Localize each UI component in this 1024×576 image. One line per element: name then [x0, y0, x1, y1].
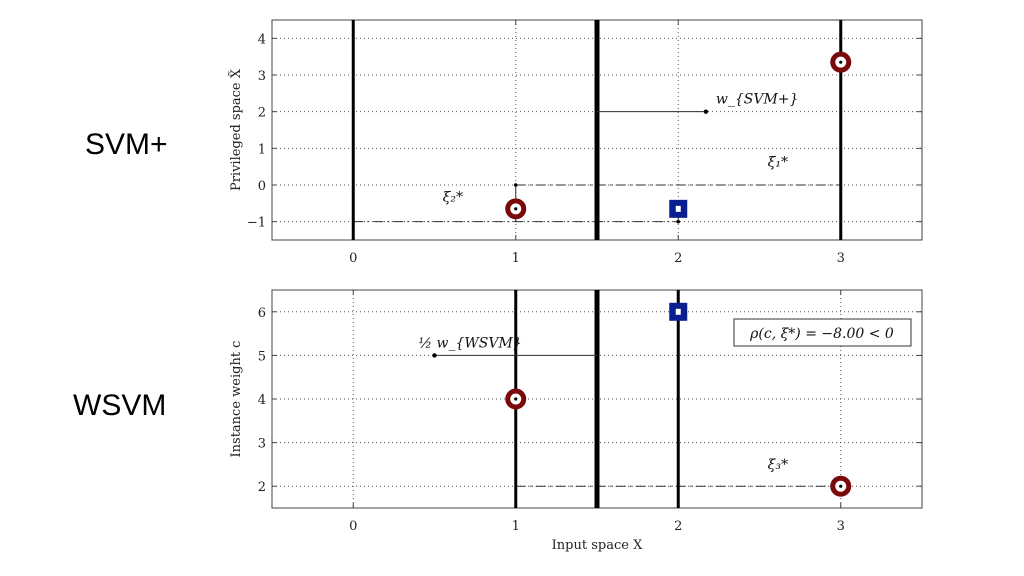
x-axis-title: Input space X	[552, 538, 643, 553]
y-tick-label: 4	[258, 32, 266, 47]
stem-dot	[676, 219, 681, 224]
rho-box	[733, 318, 912, 347]
x-tick-label: 0	[349, 519, 357, 534]
x-tick-label: 2	[674, 251, 682, 266]
point-center	[675, 205, 681, 212]
x-tick-label: 1	[512, 251, 520, 266]
y-tick-label: 0	[258, 179, 266, 194]
y-tick-label: −1	[247, 216, 266, 231]
point-center	[839, 484, 843, 488]
y-axis-title: Instance weight c	[229, 341, 244, 458]
svm-plus-label: SVM+	[85, 128, 168, 161]
stem-dot	[513, 183, 518, 187]
y-tick-label: 2	[258, 480, 266, 495]
slack-label: ξ₁*	[768, 155, 788, 171]
x-tick-label: 3	[837, 251, 845, 266]
point-center	[514, 397, 518, 401]
y-tick-label: 2	[258, 106, 266, 121]
weight-vector-dot	[432, 353, 437, 358]
x-tick-label: 0	[349, 251, 357, 266]
slack-label: ξ₃*	[768, 457, 788, 473]
weight-vector-label: ½ w_{WSVM}	[419, 335, 522, 351]
y-tick-label: 5	[258, 349, 266, 364]
y-axis-title: Privileged space X̃	[228, 68, 244, 191]
y-tick-label: 3	[258, 69, 266, 84]
x-tick-label: 3	[837, 519, 845, 534]
y-tick-label: 1	[258, 142, 266, 157]
x-tick-label: 2	[674, 519, 682, 534]
point-center	[839, 60, 843, 64]
y-tick-label: 4	[258, 393, 266, 408]
wsvm-label: WSVM	[73, 389, 167, 422]
rho-box-text: ρ(c, ξ*) = −8.00 < 0	[749, 326, 894, 342]
y-tick-label: 3	[258, 437, 266, 452]
weight-vector-label: w_{SVM+}	[716, 92, 799, 108]
x-tick-label: 1	[512, 519, 520, 534]
point-center	[514, 207, 518, 211]
point-center	[675, 308, 681, 315]
y-tick-label: 6	[258, 306, 266, 321]
weight-vector-dot	[703, 109, 709, 114]
slack-label: ξ₂*	[443, 190, 463, 206]
